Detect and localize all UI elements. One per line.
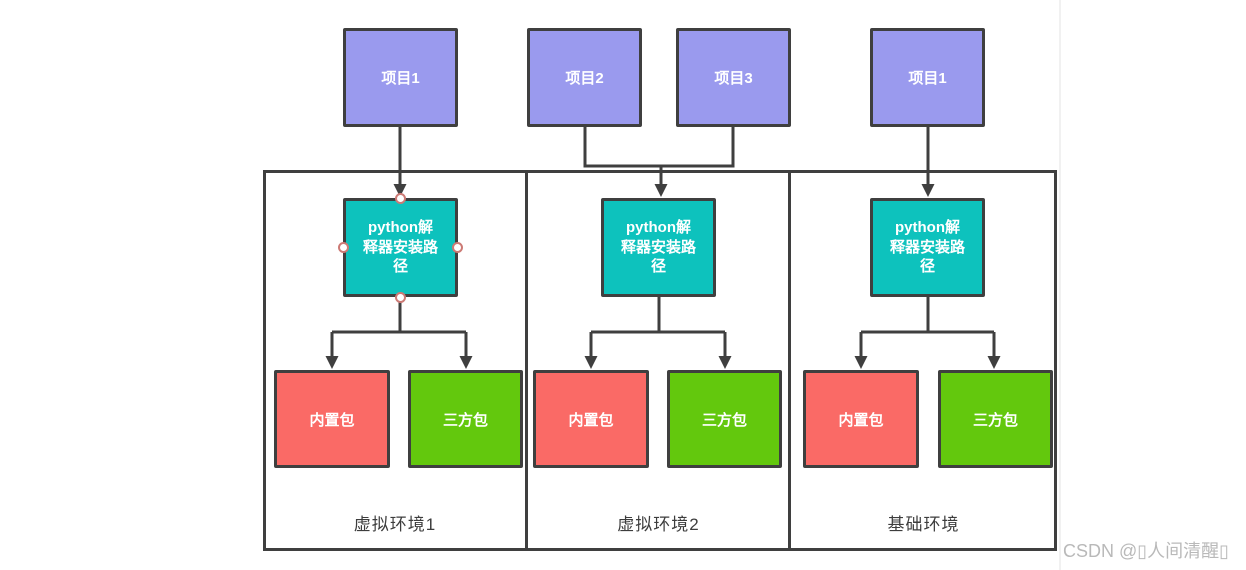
project-node-2[interactable]: 项目2	[527, 28, 642, 127]
project-node-2-label: 项目2	[565, 70, 604, 87]
builtin-package-node-env1[interactable]: 内置包	[274, 370, 390, 468]
connection-point-left[interactable]	[338, 242, 349, 253]
interpreter-node-env2[interactable]: python解释器安装路径	[601, 198, 716, 297]
builtin-package-env1-label: 内置包	[309, 411, 355, 429]
thirdparty-package-node-env2[interactable]: 三方包	[667, 370, 782, 468]
connection-point-right[interactable]	[452, 242, 463, 253]
builtin-package-node-env2[interactable]: 内置包	[533, 370, 649, 468]
environment-caption-1: 虚拟环境1	[353, 515, 437, 534]
builtin-package-env3-label: 内置包	[838, 411, 884, 429]
thirdparty-package-node-env1[interactable]: 三方包	[408, 370, 523, 468]
interpreter-node-env1-label: python解释器安装路径	[362, 218, 438, 276]
project-node-4-label: 项目1	[908, 70, 947, 87]
interpreter-node-env3[interactable]: python解释器安装路径	[870, 198, 985, 297]
project-node-3[interactable]: 项目3	[676, 28, 791, 127]
interpreter-node-env3-label: python解释器安装路径	[889, 218, 965, 276]
connection-point-top[interactable]	[395, 193, 406, 204]
thirdparty-package-env3-label: 三方包	[972, 411, 1018, 429]
interpreter-node-env2-label: python解释器安装路径	[620, 218, 696, 276]
builtin-package-node-env3[interactable]: 内置包	[803, 370, 919, 468]
environment-caption-2: 虚拟环境2	[617, 515, 700, 534]
environment-caption-3: 基础环境	[887, 515, 960, 534]
canvas-right-edge-line	[1059, 0, 1061, 570]
builtin-package-env2-label: 内置包	[568, 411, 614, 429]
project-node-1-label: 项目1	[381, 70, 420, 87]
project-node-3-label: 项目3	[714, 70, 753, 87]
connection-point-bottom[interactable]	[395, 292, 406, 303]
thirdparty-package-env1-label: 三方包	[442, 411, 488, 429]
environment-divider-1	[525, 170, 528, 551]
thirdparty-package-node-env3[interactable]: 三方包	[938, 370, 1053, 468]
project-node-1[interactable]: 项目1	[343, 28, 458, 127]
environment-divider-2	[788, 170, 791, 551]
csdn-watermark: CSDN @▯人间清醒▯	[1063, 541, 1230, 561]
project-node-4[interactable]: 项目1	[870, 28, 985, 127]
interpreter-node-env1[interactable]: python解释器安装路径	[343, 198, 458, 297]
thirdparty-package-env2-label: 三方包	[701, 411, 747, 429]
